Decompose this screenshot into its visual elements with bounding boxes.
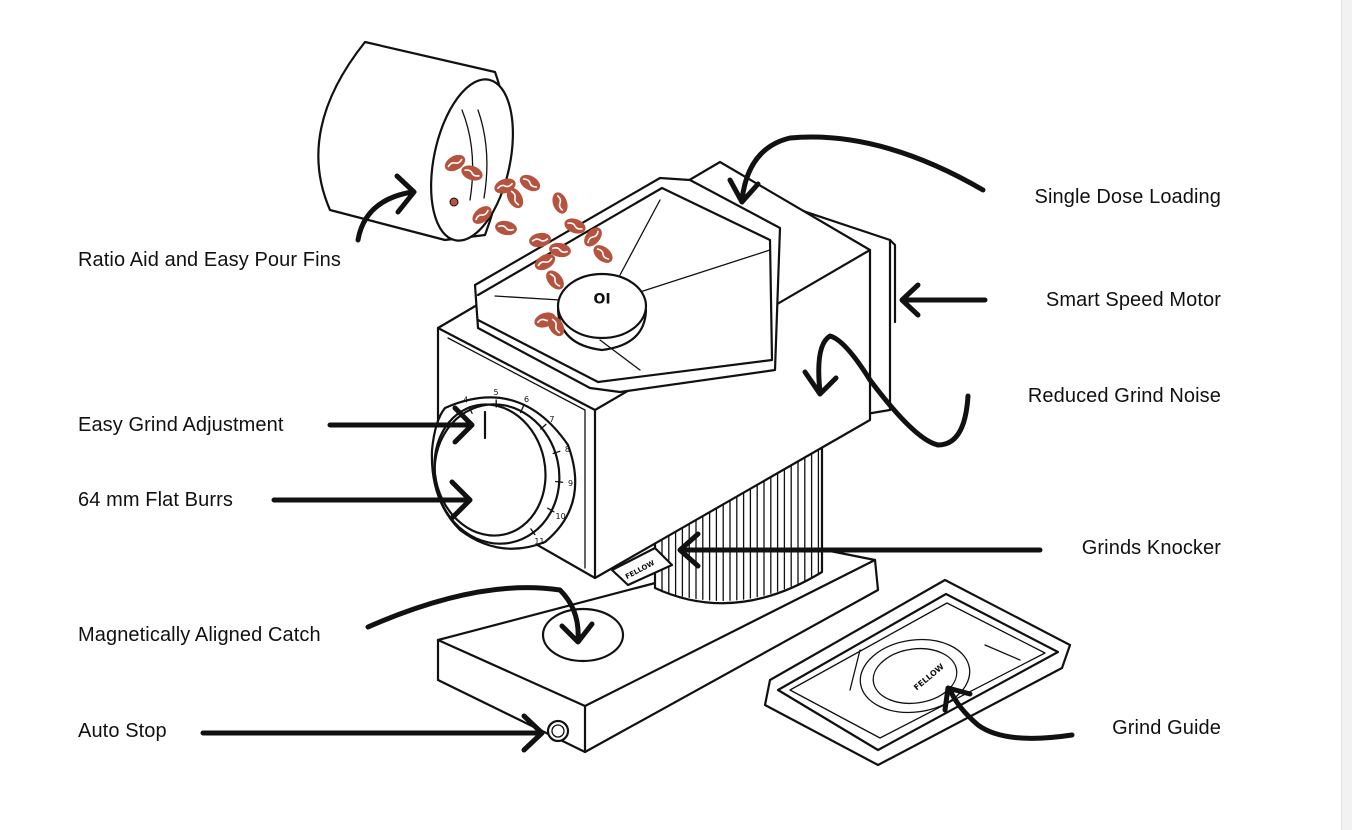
coffee-bean xyxy=(593,245,613,263)
coffee-bean xyxy=(444,154,466,172)
dial-tick xyxy=(530,528,536,536)
coffee-bean xyxy=(495,220,517,236)
dial-tick-label: 4 xyxy=(463,396,468,405)
coffee-bean xyxy=(584,227,602,247)
arrow-grind-adjust xyxy=(327,405,475,445)
dial-tick-label: 11 xyxy=(534,537,544,546)
label-grind-noise: Reduced Grind Noise xyxy=(1027,385,1221,407)
label-ratio-aid: Ratio Aid and Easy Pour Fins xyxy=(78,249,341,271)
arrow-single-dose xyxy=(727,134,986,205)
coffee-bean xyxy=(552,192,568,214)
arrow-aligned-catch xyxy=(365,585,595,645)
label-auto-stop: Auto Stop xyxy=(78,720,167,742)
label-grinds-knocker: Grinds Knocker xyxy=(1081,537,1221,559)
dial-tick xyxy=(519,405,525,414)
lid-logo: IO xyxy=(593,289,610,305)
label-flat-burrs: 64 mm Flat Burrs xyxy=(78,489,233,511)
ratio-aid-dot xyxy=(449,197,459,207)
callout-arrows xyxy=(200,134,1075,753)
coffee-bean xyxy=(564,218,586,234)
coffee-bean xyxy=(546,270,564,290)
dial-tick xyxy=(552,450,561,455)
coffee-bean xyxy=(529,232,551,248)
arrow-grinds-knocker xyxy=(677,531,1043,569)
coffee-beans xyxy=(444,154,613,337)
coffee-bean xyxy=(519,174,541,192)
label-speed-motor: Smart Speed Motor xyxy=(1045,289,1221,311)
arrow-grind-guide xyxy=(942,685,1075,741)
auto-stop-button xyxy=(546,719,570,743)
dial-tick-label: 5 xyxy=(494,388,499,397)
label-grind-guide: Grind Guide xyxy=(1112,717,1221,739)
hopper: IO xyxy=(473,176,782,394)
coffee-bean xyxy=(549,242,571,258)
label-grind-adjustment: Easy Grind Adjustment xyxy=(78,414,284,436)
arrow-ratio-aid xyxy=(355,173,417,243)
coffee-bean xyxy=(461,165,483,181)
dial-tick-label: 7 xyxy=(549,415,554,424)
hopper-lid xyxy=(556,272,648,340)
dial-tick-label: 9 xyxy=(568,479,573,488)
label-single-dose: Single Dose Loading xyxy=(1034,186,1221,208)
dial-tick-label: 8 xyxy=(565,445,570,454)
arrow-speed-motor xyxy=(899,282,988,318)
dial-tick-marks: 4 5 6 7 8 9 10 11 xyxy=(463,388,573,546)
dial-tick-label: 6 xyxy=(524,395,529,404)
arrow-grind-noise xyxy=(802,333,971,448)
grinds-knocker: FELLOW xyxy=(610,546,674,587)
dial-tick xyxy=(554,480,564,483)
grind-guide-card: FELLOW xyxy=(763,578,1072,767)
coffee-bean xyxy=(547,315,565,337)
dial-tick xyxy=(468,406,473,414)
arrow-auto-stop xyxy=(200,713,545,753)
coffee-bean xyxy=(506,187,524,209)
dose-cup xyxy=(317,40,514,242)
coffee-bean xyxy=(534,253,556,271)
grind-dial: 4 5 6 7 8 9 10 11 xyxy=(430,388,577,550)
arrow-flat-burrs xyxy=(271,479,473,521)
page-edge xyxy=(1341,0,1352,830)
dial-tick xyxy=(547,507,555,513)
dial-tick-label: 10 xyxy=(556,512,566,521)
dial-tick xyxy=(540,423,547,430)
coffee-bean xyxy=(472,206,492,224)
label-aligned-catch: Magnetically Aligned Catch xyxy=(78,624,321,646)
